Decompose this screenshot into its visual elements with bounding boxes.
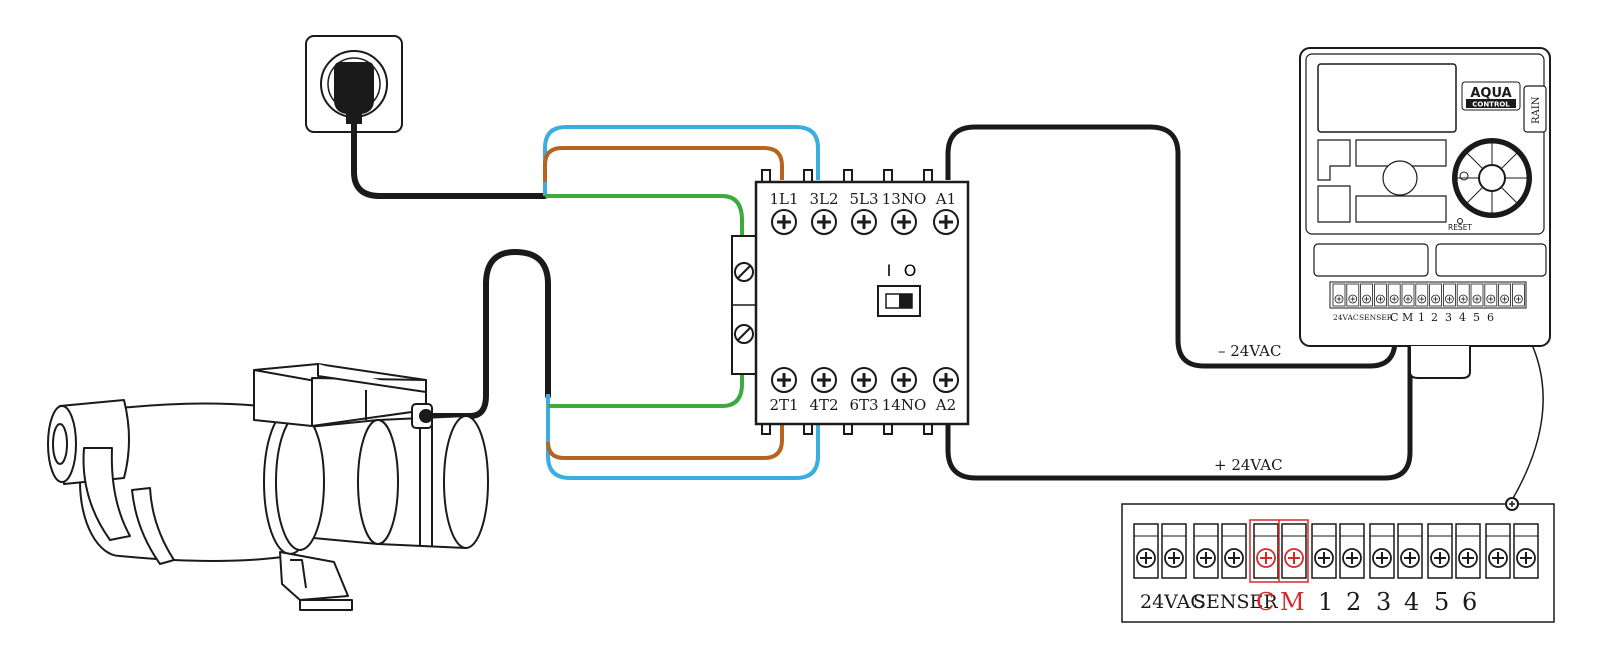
control-wire-a2 <box>945 322 1413 481</box>
green-wire <box>545 194 744 408</box>
svg-text:SENSER: SENSER <box>1359 313 1393 322</box>
svg-text:2: 2 <box>1431 311 1438 324</box>
zoom-terminal <box>1311 523 1337 579</box>
zoom-leader-line <box>1511 321 1544 501</box>
controller-terminal <box>1484 283 1498 307</box>
controller-terminal <box>1360 283 1373 307</box>
zoom-terminal <box>1193 523 1219 579</box>
svg-text:6: 6 <box>1487 311 1494 324</box>
zoom-terminal <box>1339 523 1365 579</box>
terminal-6t3-label: 6T3 <box>849 396 878 414</box>
terminal-14no-label: 14NO <box>882 396 927 414</box>
pump-cable <box>427 248 551 419</box>
controller-terminal-strip <box>1329 281 1527 309</box>
controller-terminal <box>1429 283 1442 307</box>
svg-text:AQUA: AQUA <box>1470 86 1511 101</box>
controller-terminal <box>1401 283 1415 307</box>
svg-text:1: 1 <box>1418 311 1425 324</box>
rain-label: RAIN <box>1531 96 1542 124</box>
water-pump <box>47 363 489 611</box>
controller-terminal <box>1415 283 1429 307</box>
manual-switch[interactable] <box>877 285 921 317</box>
terminal-13no-label: 13NO <box>882 190 927 208</box>
controller-terminal <box>1346 283 1360 307</box>
terminal-zoom-panel: 24VAC SENSER C M 1 2 3 4 5 6 <box>1121 497 1555 623</box>
irrigation-controller: AQUA CONTROL RAIN RESET <box>1299 47 1551 379</box>
svg-text:4: 4 <box>1459 311 1466 324</box>
switch-off-symbol: O <box>904 261 917 280</box>
zoom-terminal <box>1281 523 1307 579</box>
svg-text:M: M <box>1402 311 1413 324</box>
svg-text:CONTROL: CONTROL <box>1472 101 1510 109</box>
terminal-2t1-label: 2T1 <box>769 396 798 414</box>
zoom-terminal <box>1161 523 1187 579</box>
zoom-label-24vac: 24VAC <box>1140 591 1205 613</box>
zoom-label-4: 4 <box>1404 588 1419 616</box>
svg-text:C: C <box>1390 311 1398 324</box>
terminal-a1-label: A1 <box>935 190 956 208</box>
power-icon <box>1459 171 1469 181</box>
zoom-label-3: 3 <box>1376 588 1391 616</box>
zoom-terminal <box>1369 523 1395 579</box>
controller-terminal <box>1387 283 1401 307</box>
zoom-terminal <box>1133 523 1159 579</box>
zoom-terminal <box>1427 523 1453 579</box>
zoom-label-1: 1 <box>1318 588 1333 616</box>
terminal-a2-label: A2 <box>935 396 956 414</box>
top-screw-row <box>771 209 959 235</box>
brown-wire <box>543 146 784 460</box>
terminal-3l2-label: 3L2 <box>809 190 838 208</box>
terminal-1l1-label: 1L1 <box>769 190 798 208</box>
svg-text:5: 5 <box>1473 311 1480 324</box>
minus-24vac-label: – 24VAC <box>1218 342 1281 360</box>
terminal-4t2-label: 4T2 <box>809 396 838 414</box>
reset-label: RESET <box>1448 223 1472 232</box>
svg-text:24VAC: 24VAC <box>1333 313 1359 322</box>
switch-on-symbol: I <box>887 261 892 280</box>
wall-socket <box>305 35 403 133</box>
zoom-label-6: 6 <box>1462 588 1477 616</box>
controller-terminal <box>1332 283 1346 307</box>
controller-terminal <box>1443 283 1456 307</box>
zoom-label-senser: SENSER <box>1193 591 1278 613</box>
contactor: 1L1 3L2 5L3 13NO A1 I O 2T1 4T2 6T3 14NO… <box>731 169 970 435</box>
blue-wire <box>543 125 820 480</box>
zoom-terminal <box>1397 523 1423 579</box>
zoom-magnifier-icon <box>1505 497 1519 511</box>
svg-text:3: 3 <box>1445 311 1452 324</box>
zoom-terminal <box>1513 523 1539 579</box>
control-wire-a1 <box>945 124 1398 369</box>
power-plug-icon <box>334 62 374 124</box>
zoom-terminal <box>1485 523 1511 579</box>
controller-display <box>1317 63 1457 133</box>
power-cord <box>351 121 548 199</box>
zoom-label-2: 2 <box>1346 588 1361 616</box>
controller-terminal <box>1374 283 1387 307</box>
controller-terminal <box>1456 283 1470 307</box>
aqua-control-logo: AQUA CONTROL <box>1461 81 1521 111</box>
controller-terminal <box>1470 283 1484 307</box>
bottom-screw-row <box>771 367 959 393</box>
plus-24vac-label: + 24VAC <box>1214 456 1283 474</box>
controller-buttons[interactable] <box>1317 139 1447 223</box>
zoom-label-5: 5 <box>1434 588 1449 616</box>
zoom-label-m: M <box>1280 588 1305 616</box>
controller-terminal <box>1512 283 1525 307</box>
zoom-terminal <box>1221 523 1247 579</box>
zoom-label-c: C <box>1256 588 1274 616</box>
controller-terminal <box>1498 283 1511 307</box>
terminal-5l3-label: 5L3 <box>849 190 878 208</box>
zoom-terminal <box>1253 523 1279 579</box>
program-dial[interactable] <box>1452 138 1532 218</box>
zoom-terminal <box>1455 523 1481 579</box>
